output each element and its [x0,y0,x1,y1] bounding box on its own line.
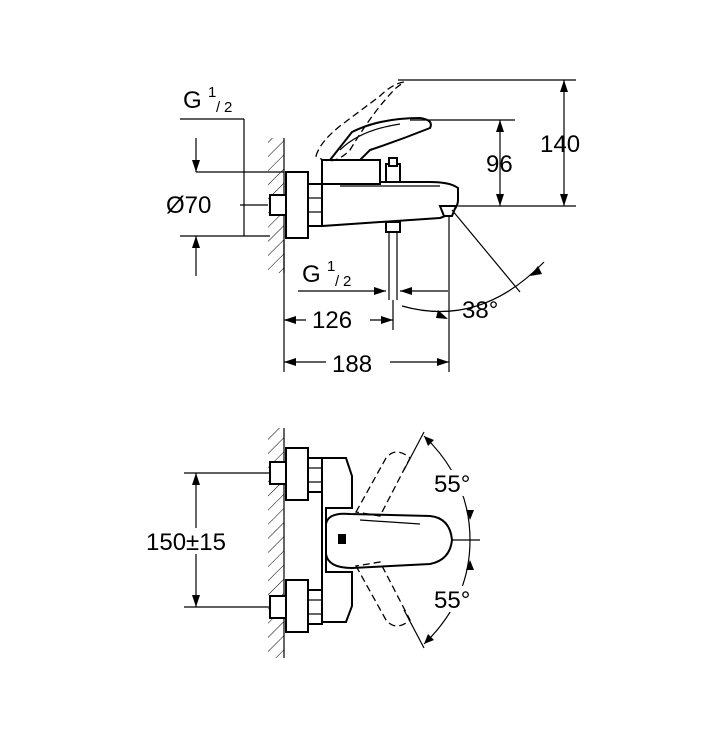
dim-126: 126 [283,240,394,372]
angle-down-label: 55° [434,587,470,614]
depth-126-label: 126 [312,307,352,334]
diameter-label: Ø70 [166,192,211,219]
inlet-thread-top: G 1 / 2 [183,84,232,116]
thread-top-sub: 2 [224,99,232,116]
bottom-outlet [385,221,401,300]
dim-188: 188 [284,216,450,378]
depth-188-label: 188 [332,351,372,378]
height-96-label: 96 [486,151,513,178]
lever-raised-dashed [315,81,405,162]
angle-arcs: 55° 55° [403,431,490,649]
lever-side [327,116,432,161]
wall-escutcheon-side [269,171,323,239]
lever-front [325,512,454,570]
connection-upper [269,447,323,501]
thread-top-sup: 1 [208,84,216,101]
dim-heights: 96 140 [398,79,580,207]
angle-38-label: 38° [462,297,498,324]
outlet-thread: G 1 / 2 [298,258,448,295]
mixer-body-front [321,457,353,623]
dim-center-distance: 150±15 [144,472,270,608]
thread-top-main: G [183,87,202,114]
center-distance-label: 150±15 [146,529,226,556]
angle-up-label: 55° [434,471,470,498]
svg-text:/: / [335,273,340,290]
svg-text:G: G [183,87,202,114]
lever-dashed-down [354,561,411,627]
dim-diameter: Ø70 [166,118,284,276]
front-view: 55° 55° 150±15 [144,428,490,658]
thread-outlet-main: G [302,261,321,288]
thread-outlet-sup: 1 [327,258,335,275]
mixer-body-side [321,157,459,228]
svg-text:/: / [216,99,221,116]
lever-dashed-up [354,451,411,517]
connection-lower [269,579,323,633]
dim-angle-38: 38° [401,209,545,324]
thread-outlet-sub: 2 [343,273,351,290]
side-view: Ø70 G 1 / 2 96 140 G 1 / [166,79,580,378]
height-140-label: 140 [540,131,580,158]
